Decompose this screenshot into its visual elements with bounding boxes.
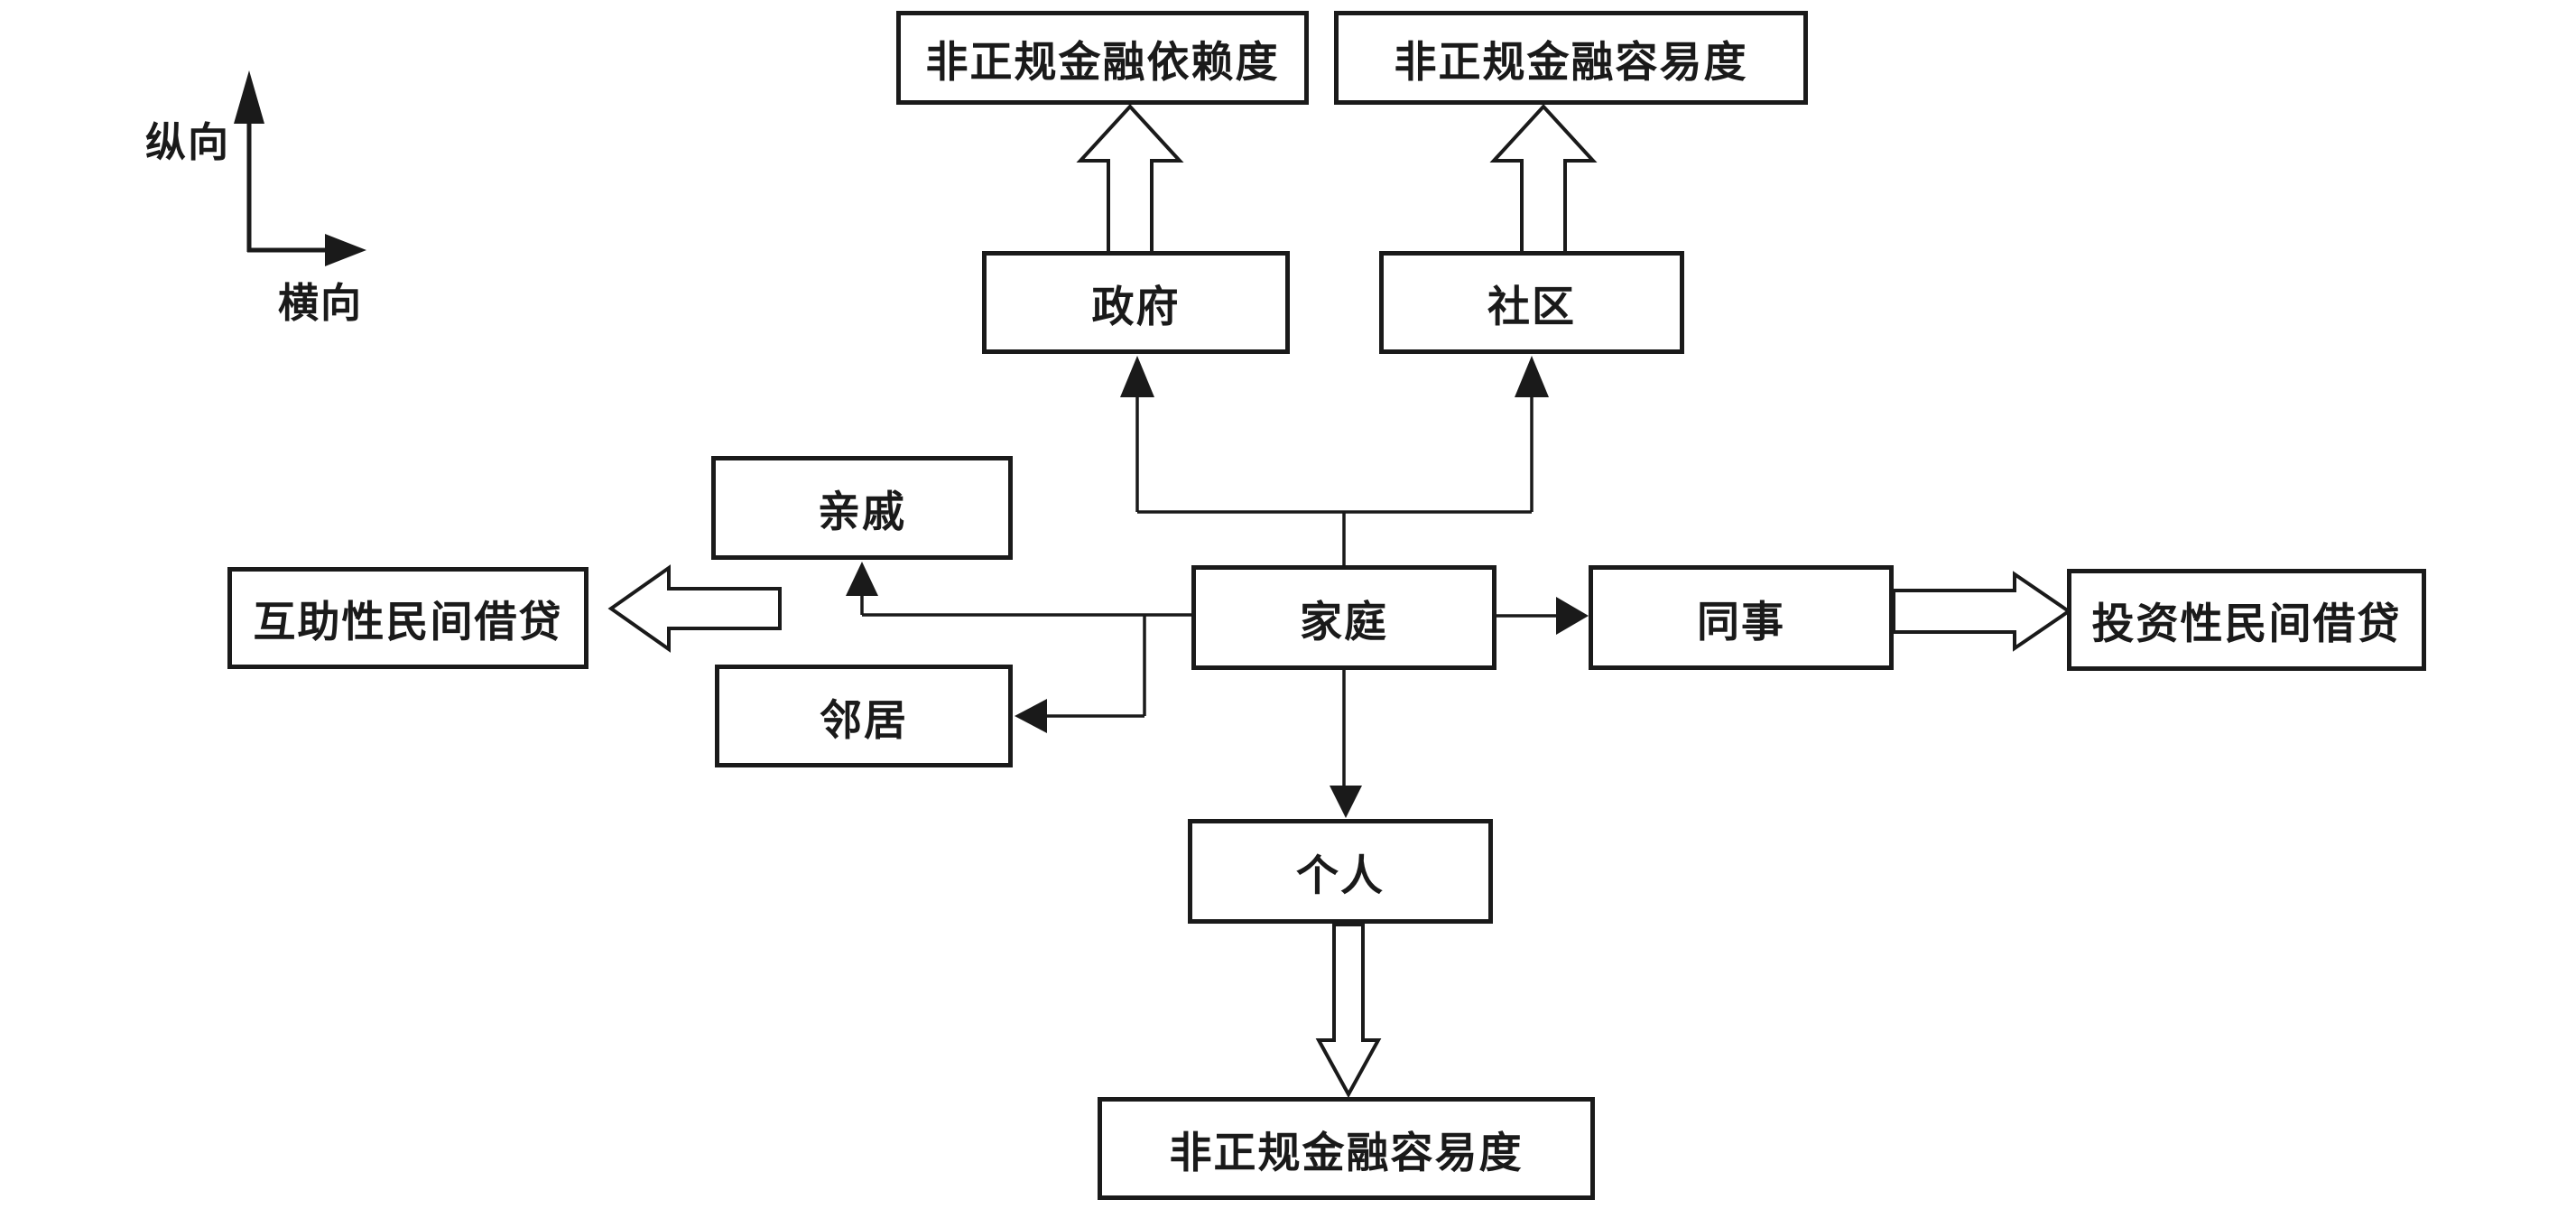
- neighbors-arrowhead-icon: [1015, 699, 1047, 733]
- node-neighbors: 邻居: [715, 665, 1013, 767]
- government-arrowhead-icon: [1120, 356, 1154, 397]
- node-mutual-aid-lending: 互助性民间借贷: [227, 567, 588, 669]
- hollow-arrow-to-mutual-lending-icon: [607, 564, 782, 653]
- node-colleagues: 同事: [1589, 565, 1894, 670]
- hollow-arrow-colleagues-to-investment-icon: [1892, 571, 2072, 652]
- axis-right-arrowhead-icon: [325, 234, 366, 266]
- axis-up-arrowhead-icon: [234, 70, 264, 124]
- node-dependence-degree: 非正规金融依赖度: [896, 11, 1309, 105]
- relatives-arrowhead-icon: [846, 562, 878, 596]
- node-ease-degree-bottom: 非正规金融容易度: [1098, 1097, 1595, 1200]
- hollow-arrow-individual-to-ease-icon: [1315, 923, 1382, 1099]
- node-family: 家庭: [1191, 565, 1496, 670]
- community-arrowhead-icon: [1515, 356, 1549, 397]
- axis-legend: [234, 70, 366, 266]
- node-government: 政府: [982, 251, 1290, 354]
- node-relatives: 亲戚: [711, 456, 1013, 560]
- hollow-arrow-government-to-dependence-icon: [1076, 104, 1184, 255]
- node-ease-degree-top: 非正规金融容易度: [1334, 11, 1808, 105]
- node-investment-lending: 投资性民间借贷: [2067, 569, 2426, 671]
- axis-horizontal-label: 横向: [277, 280, 363, 326]
- node-community: 社区: [1379, 251, 1684, 354]
- individual-arrowhead-icon: [1330, 786, 1362, 818]
- axis-vertical-label: 纵向: [144, 119, 230, 165]
- hollow-arrow-community-to-ease-icon: [1489, 104, 1598, 255]
- node-individual: 个人: [1188, 819, 1493, 924]
- colleagues-arrowhead-icon: [1556, 597, 1589, 635]
